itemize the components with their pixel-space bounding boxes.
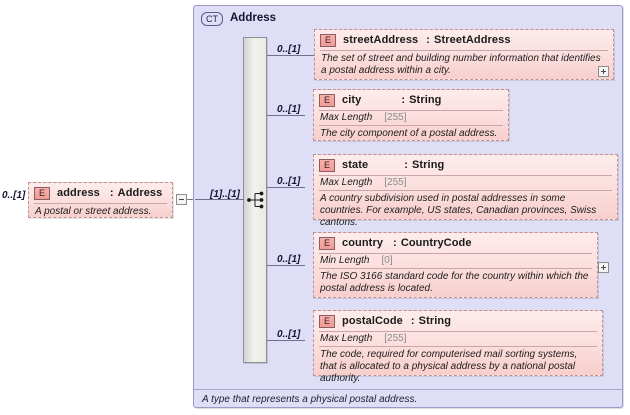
sequence-compositor-icon[interactable] (246, 190, 268, 210)
divider (34, 203, 167, 204)
element-annotation-city: The city component of a postal address. (320, 128, 498, 139)
complex-type-title: Address (230, 12, 277, 24)
element-box-city[interactable]: E city : String Max Length [255] The cit… (313, 89, 509, 141)
root-cardinality-label: 0..[1] (2, 190, 26, 201)
facet-row-city: Max Length [255] (314, 111, 508, 125)
element-icon: E (319, 93, 335, 107)
element-annotation-streetAddress: The set of street and building number in… (321, 53, 601, 76)
element-name-streetAddress: streetAddress (343, 34, 419, 46)
collapse-toggle-address[interactable] (176, 194, 187, 205)
cardinality-streetAddress: 0..[1] (277, 44, 301, 55)
element-annotation-postalCode: The code, required for computerised mail… (320, 349, 578, 384)
element-icon: E (320, 33, 336, 47)
divider (319, 346, 597, 347)
connector-into-sequence (195, 199, 244, 200)
element-box-address[interactable]: E address : Address A postal or street a… (28, 182, 173, 218)
facet-row-country: Min Length [0] (314, 254, 597, 268)
element-type-postalCode: String (418, 315, 452, 327)
facet-label-country: Min Length (320, 255, 370, 266)
element-icon: E (319, 314, 335, 328)
element-type-state: String (411, 159, 445, 171)
element-type-country: CountryCode (400, 237, 472, 249)
divider (319, 175, 612, 176)
element-name-address: address (57, 187, 100, 199)
element-type-separator-city: : (401, 94, 406, 106)
element-annotation-state: A country subdivision used in postal add… (320, 193, 597, 228)
element-type-separator-streetAddress: : (426, 34, 431, 46)
element-name-state: state (342, 159, 369, 171)
complex-type-badge: CT (201, 12, 223, 26)
element-type-address: Address (117, 187, 163, 199)
facet-label-city: Max Length (320, 112, 373, 123)
sequence-cardinality-label: [1]..[1] (210, 189, 240, 200)
element-box-streetAddress[interactable]: E streetAddress : StreetAddress The set … (314, 29, 614, 80)
cardinality-postalCode: 0..[1] (277, 329, 301, 340)
facet-label-postalCode: Max Length (320, 333, 373, 344)
divider (319, 268, 592, 269)
element-name-country: country (342, 237, 384, 249)
footer-divider (194, 389, 622, 390)
divider (319, 125, 503, 126)
element-name-postalCode: postalCode (342, 315, 403, 327)
expand-toggle-country[interactable] (598, 262, 609, 273)
element-type-separator-postalCode: : (410, 315, 415, 327)
cardinality-country: 0..[1] (277, 254, 301, 265)
expand-toggle-streetAddress[interactable] (598, 66, 609, 77)
facet-value-postalCode: [255] (384, 333, 407, 344)
divider (319, 331, 597, 332)
facet-row-postalCode: Max Length [255] (314, 332, 602, 346)
element-box-postalCode[interactable]: E postalCode : String Max Length [255] T… (313, 310, 603, 384)
element-icon: E (319, 236, 335, 250)
element-icon: E (319, 158, 335, 172)
connector-streetAddress (267, 55, 315, 56)
facet-row-state: Max Length [255] (314, 176, 617, 190)
divider (319, 253, 592, 254)
cardinality-state: 0..[1] (277, 176, 301, 187)
element-title-row-postalCode: E postalCode : String (314, 311, 602, 331)
element-title-row-country: E country : CountryCode (314, 233, 597, 253)
element-type-separator-country: : (393, 237, 397, 249)
element-name-city: city (342, 94, 362, 106)
element-title-row-city: E city : String (314, 90, 508, 110)
element-annotation-address: A postal or street address. (35, 206, 152, 217)
connector-address-to-type (187, 199, 195, 200)
divider (319, 110, 503, 111)
element-box-country[interactable]: E country : CountryCode Min Length [0] T… (313, 232, 598, 298)
element-box-state[interactable]: E state : String Max Length [255] A coun… (313, 154, 618, 228)
element-title-row-state: E state : String (314, 155, 617, 175)
element-icon: E (34, 186, 50, 200)
element-annotation-country: The ISO 3166 standard code for the count… (320, 271, 589, 294)
element-type-separator-state: : (404, 159, 408, 171)
complex-type-annotation: A type that represents a physical postal… (202, 394, 418, 405)
connector-country (267, 265, 305, 266)
divider (320, 50, 608, 51)
facet-value-state: [255] (384, 177, 407, 188)
element-type-city: String (409, 94, 442, 106)
facet-label-state: Max Length (320, 177, 373, 188)
element-type-streetAddress: StreetAddress (434, 34, 511, 46)
connector-state (267, 187, 305, 188)
element-type-separator-address: : (109, 187, 114, 199)
cardinality-city: 0..[1] (277, 104, 301, 115)
element-title-row-streetAddress: E streetAddress : StreetAddress (315, 30, 613, 50)
connector-city (267, 115, 305, 116)
divider (319, 190, 612, 191)
element-title-row-address: E address : Address (29, 183, 172, 203)
facet-value-country: [0] (381, 255, 393, 266)
connector-postalCode (267, 340, 305, 341)
facet-value-city: [255] (384, 112, 407, 123)
